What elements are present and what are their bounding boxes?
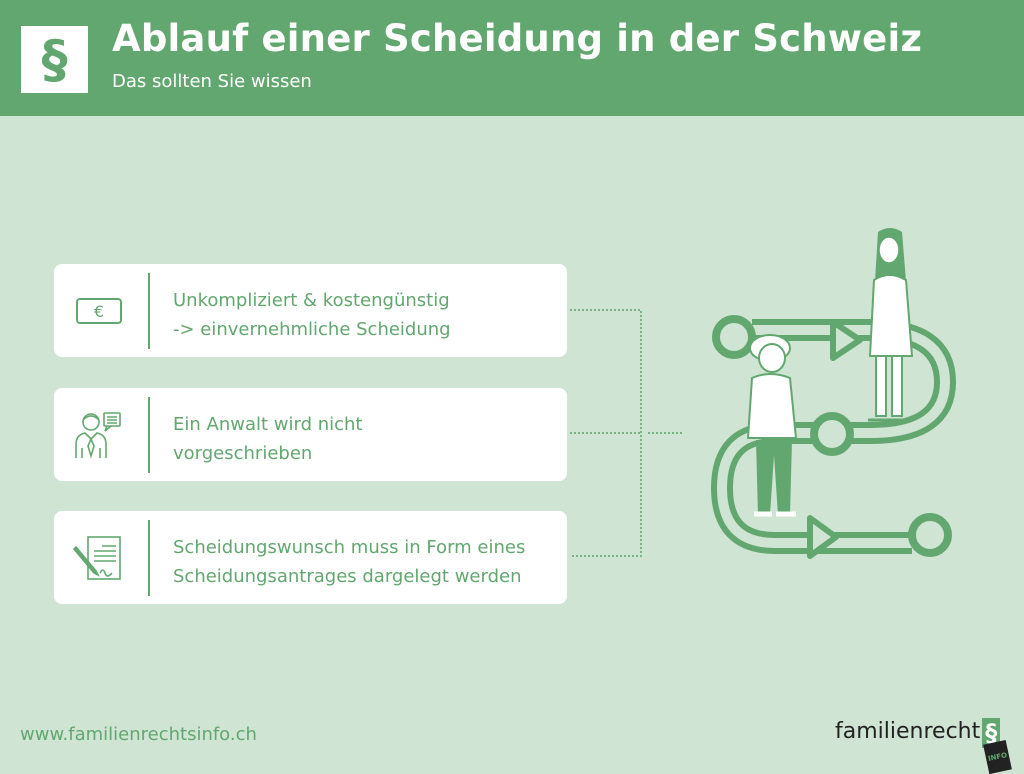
svg-text:€: €	[94, 302, 104, 321]
paragraph-logo: §	[21, 26, 88, 93]
paragraph-icon: §	[41, 29, 68, 90]
info-card-lawyer: Ein Anwalt wird nicht vorgeschrieben	[54, 388, 567, 481]
card-divider	[148, 520, 150, 596]
card-text: Ein Anwalt wird nicht vorgeschrieben	[173, 410, 362, 468]
brand-paragraph-icon: § INFO	[982, 718, 1013, 774]
document-pen-icon	[72, 531, 126, 585]
info-card-cost: € Unkompliziert & kostengünstig -> einve…	[54, 264, 567, 357]
card-line-2: -> einvernehmliche Scheidung	[173, 319, 451, 340]
card-line-2: Scheidungsantrages dargelegt werden	[173, 566, 522, 587]
card-divider	[148, 397, 150, 473]
card-line-2: vorgeschrieben	[173, 443, 313, 464]
card-line-1: Scheidungswunsch muss in Form eines	[173, 537, 526, 558]
info-card-application: Scheidungswunsch muss in Form eines Sche…	[54, 511, 567, 604]
header-banner: § Ablauf einer Scheidung in der Schweiz …	[0, 0, 1024, 116]
man-figure	[746, 334, 798, 517]
brand-name: familienrecht	[835, 719, 981, 744]
card-text: Scheidungswunsch muss in Form eines Sche…	[173, 533, 525, 591]
lawyer-speech-icon	[72, 408, 126, 462]
card-line-1: Ein Anwalt wird nicht	[173, 414, 363, 435]
euro-note-icon: €	[72, 284, 126, 338]
website-link[interactable]: www.familienrechtsinfo.ch	[20, 724, 257, 745]
divorce-path-illustration	[710, 228, 957, 559]
brand-logo: familienrecht § INFO	[835, 718, 1013, 774]
card-line-1: Unkompliziert & kostengünstig	[173, 290, 450, 311]
page-title: Ablauf einer Scheidung in der Schweiz	[112, 17, 923, 60]
page-subtitle: Das sollten Sie wissen	[112, 71, 312, 92]
card-text: Unkompliziert & kostengünstig -> einvern…	[173, 286, 451, 344]
woman-figure	[868, 228, 914, 422]
card-divider	[148, 273, 150, 349]
